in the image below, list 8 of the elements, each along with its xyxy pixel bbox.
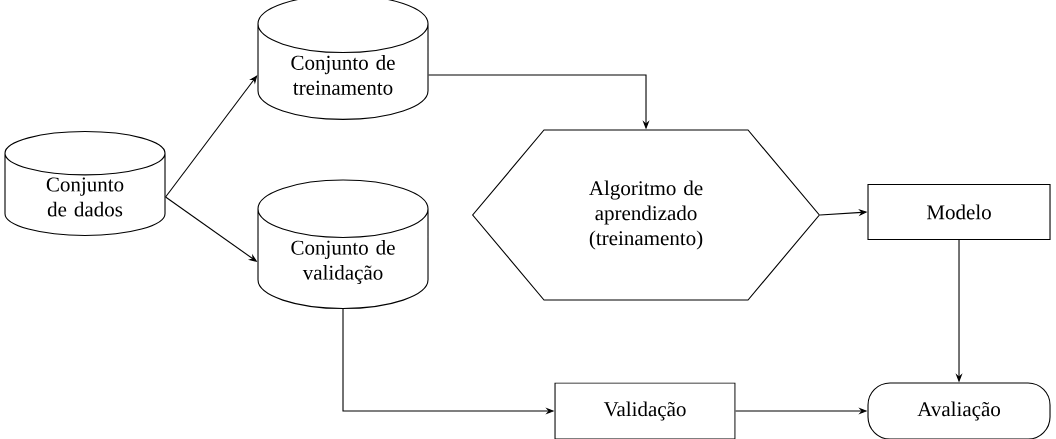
arrow (165, 75, 258, 198)
database-cylinder: Conjunto de validação (257, 179, 429, 310)
database-cylinder: Conjunto de treinamento (257, 0, 429, 120)
database-cylinder: Conjunto de dados (4, 130, 166, 236)
terminal-box: Avaliação (867, 382, 1051, 439)
process-hexagon: Algoritmo de aprendizado (treinamento) (471, 129, 821, 301)
process-box: Modelo (867, 183, 1051, 241)
process-box: Validação (554, 382, 736, 439)
